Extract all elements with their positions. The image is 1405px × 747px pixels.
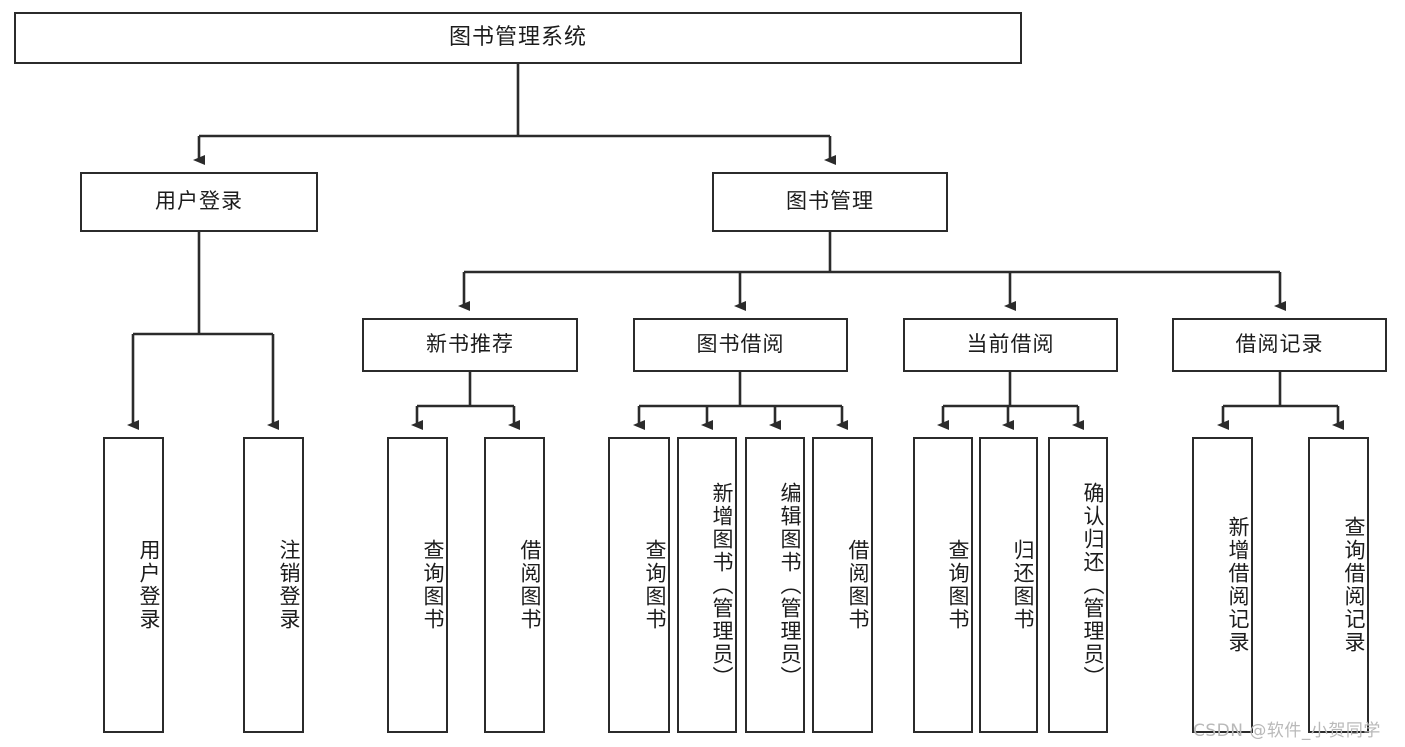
node-label: 用户登录 [137, 539, 161, 631]
leaf-confirm-return[interactable]: 确认归还（管理员） [1048, 437, 1108, 733]
leaf-add-record[interactable]: 新增借阅记录 [1192, 437, 1253, 733]
leaf-query-book-3[interactable]: 查询图书 [913, 437, 973, 733]
leaf-user-login[interactable]: 用户登录 [103, 437, 164, 733]
node-label: 图书借阅 [696, 332, 785, 357]
node-label: 图书管理系统 [448, 24, 587, 50]
leaf-query-book-2[interactable]: 查询图书 [608, 437, 670, 733]
leaf-add-book[interactable]: 新增图书（管理员） [677, 437, 737, 733]
csdn-watermark: CSDN @软件_小贺同学 [1193, 721, 1381, 741]
node-user-login[interactable]: 用户登录 [80, 172, 318, 232]
leaf-edit-book[interactable]: 编辑图书（管理员） [745, 437, 805, 733]
node-new-book-recommend[interactable]: 新书推荐 [362, 318, 578, 372]
node-label: 借阅记录 [1235, 332, 1324, 357]
leaf-borrow-book-2[interactable]: 借阅图书 [812, 437, 873, 733]
node-label: 归还图书 [1011, 539, 1035, 631]
node-label: 注销登录 [277, 539, 301, 631]
node-label: 新增图书（管理员） [710, 481, 734, 689]
node-label: 当前借阅 [966, 332, 1055, 357]
node-book-borrow[interactable]: 图书借阅 [633, 318, 848, 372]
node-label: 查询借阅记录 [1342, 516, 1366, 654]
node-borrow-record[interactable]: 借阅记录 [1172, 318, 1387, 372]
node-label: 查询图书 [643, 539, 667, 631]
node-current-borrow[interactable]: 当前借阅 [903, 318, 1118, 372]
node-label: 新增借阅记录 [1226, 516, 1250, 654]
node-label: 借阅图书 [518, 539, 542, 631]
node-label: 借阅图书 [846, 539, 870, 631]
node-root-book-management-system[interactable]: 图书管理系统 [14, 12, 1022, 64]
node-label: 确认归还（管理员） [1081, 481, 1105, 689]
node-label: 查询图书 [946, 539, 970, 631]
node-label: 图书管理 [786, 189, 874, 214]
node-label: 查询图书 [421, 539, 445, 631]
node-label: 编辑图书（管理员） [778, 481, 802, 689]
node-label: 新书推荐 [426, 332, 514, 357]
leaf-user-logout[interactable]: 注销登录 [243, 437, 304, 733]
leaf-return-book[interactable]: 归还图书 [979, 437, 1038, 733]
node-book-manage[interactable]: 图书管理 [712, 172, 948, 232]
node-label: 用户登录 [155, 189, 243, 214]
leaf-query-record[interactable]: 查询借阅记录 [1308, 437, 1369, 733]
leaf-query-book-1[interactable]: 查询图书 [387, 437, 448, 733]
leaf-borrow-book-1[interactable]: 借阅图书 [484, 437, 545, 733]
